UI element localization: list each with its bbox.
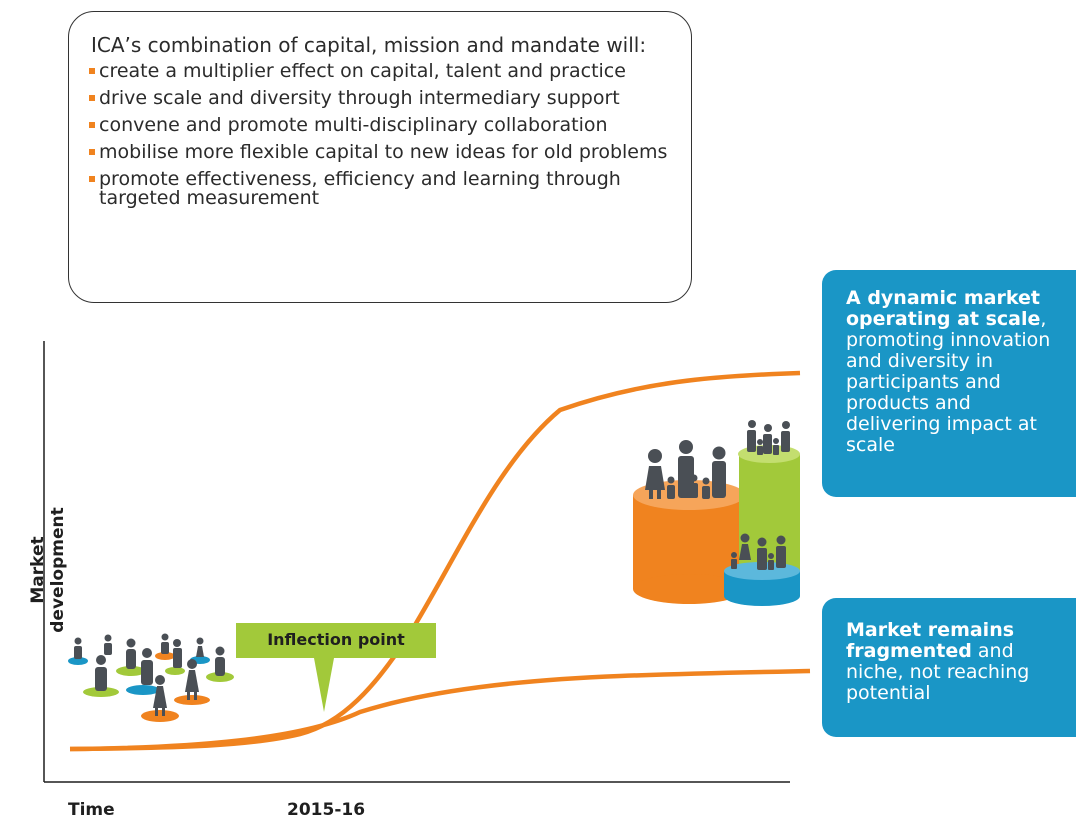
cylinder-blue — [724, 562, 800, 606]
outcome-fragmented-text: and niche, not reaching potential — [846, 640, 1030, 704]
callout-bullet-list: create a multiplier effect on capital, t… — [89, 62, 689, 216]
inflection-point-label: Inflection point — [236, 623, 436, 658]
growth-curve-upper — [69, 370, 801, 752]
people-cluster-small — [68, 633, 234, 722]
people-on-cylinders — [645, 420, 790, 570]
callout-heading: ICA’s combination of capital, mission an… — [91, 33, 647, 57]
outcome-fragmented-bold: Market remains fragmented — [846, 619, 1015, 662]
y-axis-title: Market development — [28, 507, 68, 633]
inflection-pointer — [314, 658, 334, 712]
callout-bullet: mobilise more flexible capital to new id… — [89, 143, 689, 162]
growth-curve-lower — [69, 668, 811, 752]
callout-bullet: drive scale and diversity through interm… — [89, 89, 689, 108]
callout-bullet: convene and promote multi-disciplinary c… — [89, 116, 689, 135]
outcome-box-dynamic-market: A dynamic market operating at scale, pro… — [822, 270, 1076, 497]
outcome-dynamic-text: , promoting innovation and diversity in … — [846, 308, 1051, 456]
x-axis-year-label: 2015-16 — [287, 800, 366, 820]
outcome-box-fragmented-market: Market remains fragmented and niche, not… — [822, 598, 1076, 737]
callout-bullet: promote effectiveness, efficiency and le… — [89, 170, 689, 208]
x-axis-time-label: Time — [68, 800, 115, 820]
callout-bullet: create a multiplier effect on capital, t… — [89, 62, 689, 81]
outcome-dynamic-bold: A dynamic market operating at scale — [846, 287, 1041, 330]
ica-callout-box: ICA’s combination of capital, mission an… — [68, 11, 692, 303]
